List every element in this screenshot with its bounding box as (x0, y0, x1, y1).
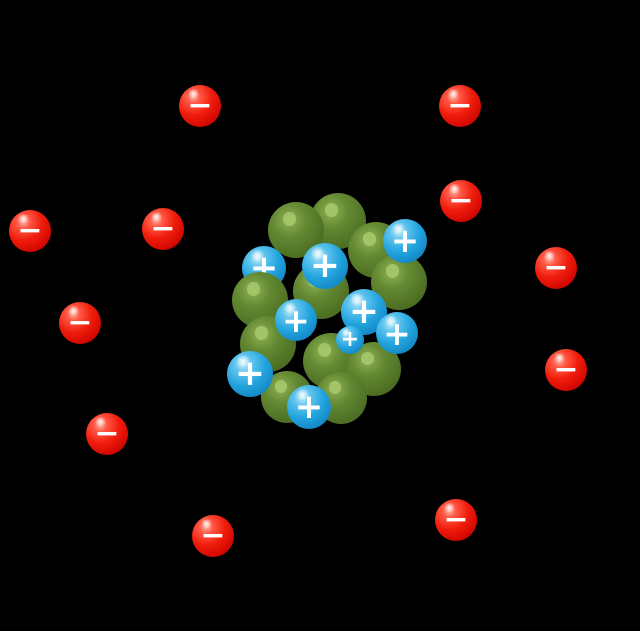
minus-sign: − (448, 183, 474, 218)
proton: + (302, 243, 348, 289)
plus-sign: + (294, 387, 324, 427)
plus-sign: + (234, 353, 266, 394)
electron: − (440, 180, 482, 222)
minus-sign: − (94, 416, 120, 451)
minus-sign: − (543, 250, 569, 285)
proton: + (287, 385, 331, 429)
plus-sign: + (348, 291, 380, 332)
electron: − (9, 210, 51, 252)
minus-sign: − (447, 88, 473, 123)
electron: − (192, 515, 234, 557)
minus-sign: − (187, 88, 213, 123)
proton: + (227, 351, 273, 397)
electron: − (142, 208, 184, 250)
plus-sign: + (383, 313, 411, 353)
minus-sign: − (150, 211, 176, 246)
minus-sign: − (200, 518, 226, 553)
minus-sign: − (17, 213, 43, 248)
proton: + (383, 219, 427, 263)
minus-sign: − (553, 352, 579, 387)
electron: − (435, 499, 477, 541)
minus-sign: − (443, 502, 469, 537)
proton: + (376, 312, 418, 354)
electron: − (59, 302, 101, 344)
electron: − (179, 85, 221, 127)
minus-sign: − (67, 305, 93, 340)
proton: + (336, 326, 364, 354)
plus-sign: + (340, 327, 360, 352)
plus-sign: + (390, 221, 420, 261)
electron: − (535, 247, 577, 289)
proton: + (275, 299, 317, 341)
electron: − (545, 349, 587, 391)
electron: − (439, 85, 481, 127)
plus-sign: + (282, 300, 310, 340)
plus-sign: + (309, 245, 341, 286)
electron: − (86, 413, 128, 455)
